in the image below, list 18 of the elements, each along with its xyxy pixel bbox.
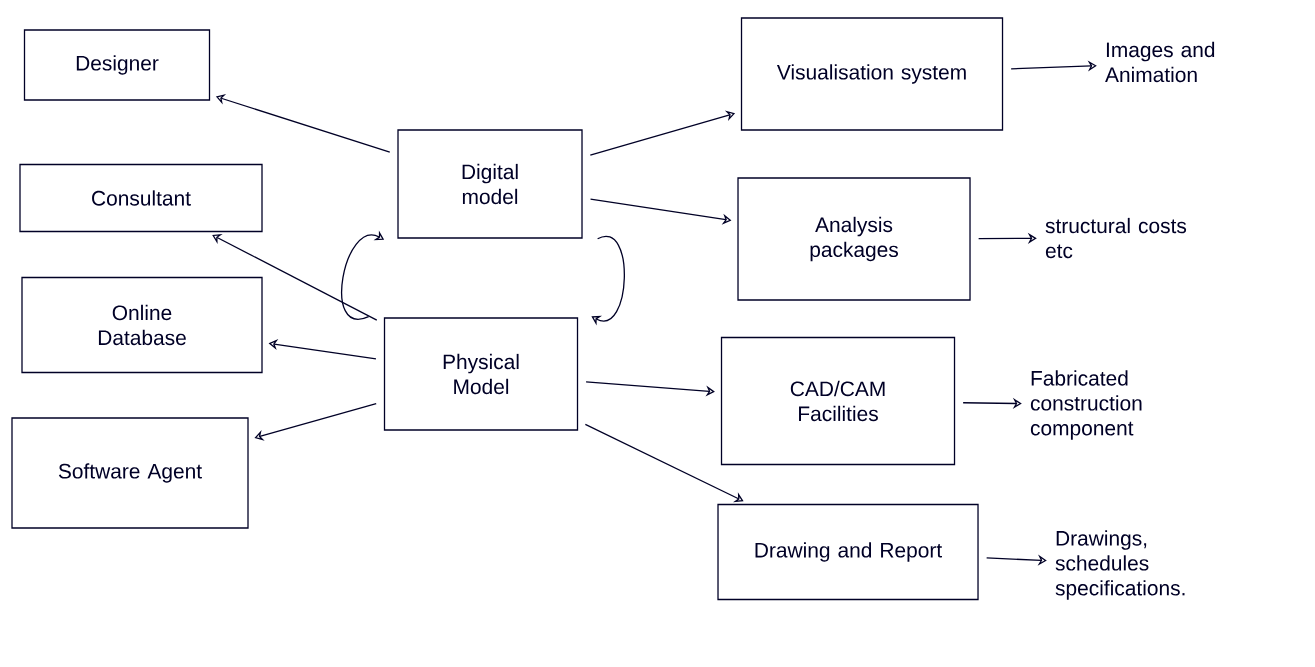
arrow — [212, 234, 378, 321]
output-text: Images and Animation — [1105, 41, 1215, 83]
process-box: Online Database — [21, 276, 263, 374]
process-box: Physical Model — [383, 317, 579, 431]
process-box: Visualisation system — [740, 17, 1004, 131]
process-box: Designer — [23, 29, 211, 101]
output-text: structural costs etc — [1045, 217, 1187, 259]
process-box: Drawing and Report — [717, 503, 979, 601]
process-box: Digital model — [397, 129, 583, 239]
output-text: Fabricated construction component — [1030, 370, 1142, 440]
arrow — [591, 235, 625, 326]
process-box: Consultant — [19, 163, 263, 233]
output-text: Drawings, schedules specifications. — [1055, 530, 1185, 600]
arrow — [584, 423, 744, 503]
process-box: Analysis packages — [737, 177, 971, 301]
arrow — [254, 402, 377, 441]
process-box: CAD/CAM Facilities — [720, 336, 956, 466]
process-box: Software Agent — [11, 417, 249, 529]
